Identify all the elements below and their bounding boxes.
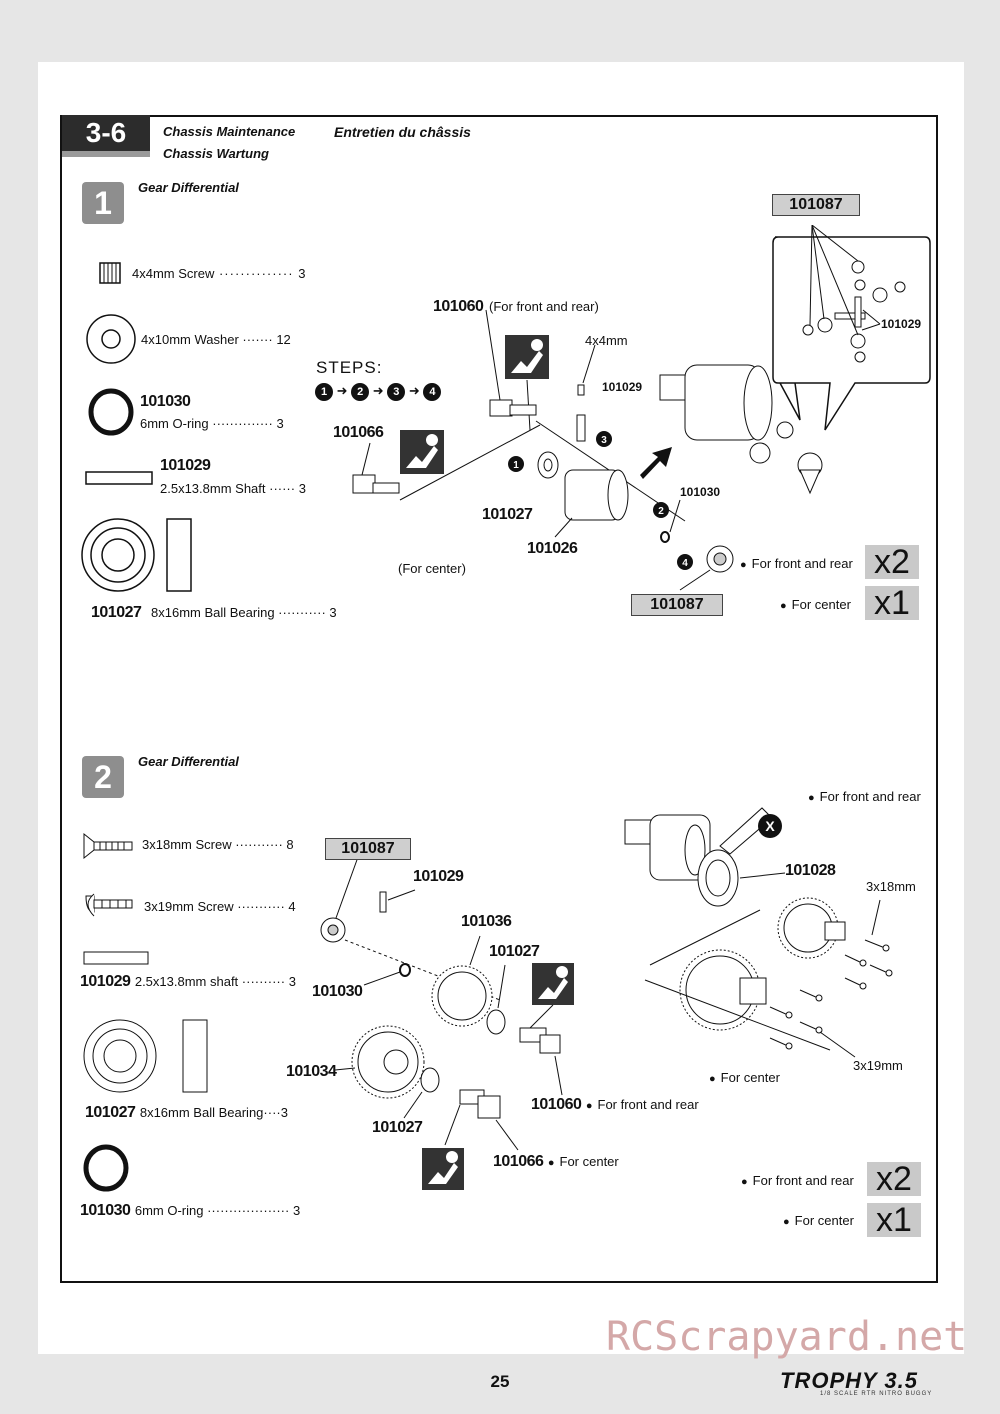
callout-101060-row: 101060 For front and rear (531, 1096, 699, 1114)
callout-for-center: (For center) (398, 561, 466, 576)
part-code-101027: 101027 (85, 1104, 136, 1121)
part-label-o-ring: 6mm O-ring ·············· 3 (140, 416, 284, 431)
shaft-icon (85, 471, 153, 485)
part-label-screw-3x19: 3x19mm Screw ··········· 4 (144, 899, 296, 914)
callout-3x19mm: 3x19mm (853, 1058, 903, 1073)
callout-101027: 101027 (482, 506, 533, 523)
callout-101030: 101030 (312, 983, 363, 1000)
qty-label-front-rear: For front and rear (740, 556, 853, 571)
svg-text:X: X (765, 818, 775, 834)
part-label-bearing: 8x16mm Ball Bearing ··········· 3 (151, 605, 337, 620)
qty-mult-x1-2: x1 (867, 1203, 921, 1237)
callout-101029: 101029 (413, 868, 464, 885)
section-title-en: Chassis Maintenance (163, 124, 296, 139)
part-code-101029: 101029 (160, 457, 211, 474)
callout-101029: 101029 (602, 380, 643, 394)
callout-101060: 101060 (531, 1096, 582, 1113)
callout-3x18mm: 3x18mm (866, 879, 916, 894)
callout-101029-detail: 101029 (881, 317, 922, 331)
callout-101066: 101066 (333, 424, 384, 441)
set-screw-icon (99, 262, 121, 284)
grease-icon (532, 963, 574, 1005)
content-frame (60, 115, 938, 1283)
assembled-diff (659, 364, 823, 495)
callout-4x4mm: 4x4mm (585, 333, 628, 348)
qty-mult-x2-2: x2 (867, 1162, 921, 1196)
step-1-parts-illustrations (81, 262, 192, 592)
callout-101066-row: 101066 For center (493, 1153, 619, 1171)
callout-101087: 101087 (325, 838, 411, 860)
callout-101027-lower: 101027 (372, 1119, 423, 1136)
ball-bearing-icon (83, 1019, 208, 1093)
step-seq-4: 4 (423, 383, 442, 401)
grease-icon (422, 1148, 464, 1190)
qty-label-center: For center (780, 597, 851, 612)
step-2-parts-illustrations (83, 832, 208, 1192)
washer-icon (86, 314, 136, 364)
o-ring-icon (83, 1144, 129, 1192)
brand-subtitle: 1/8 SCALE RTR NITRO BUGGY (820, 1391, 933, 1397)
part-label-screw-4x4: 4x4mm Screw ·············· 3 (132, 266, 306, 281)
steps-label: STEPS: (316, 358, 383, 377)
part-code-101030: 101030 (80, 1202, 131, 1219)
callout-for-front-rear: (For front and rear) (489, 299, 599, 314)
step-seq-3: 3 (387, 383, 406, 401)
svg-text:4: 4 (682, 558, 688, 569)
step-1-title: Gear Differential (138, 180, 239, 195)
outdrive-101066 (352, 474, 400, 494)
button-head-screw-icon (85, 893, 133, 917)
o-ring-icon (88, 388, 134, 436)
outdrive-101060 (489, 399, 537, 417)
ball-bearing-icon (81, 518, 192, 592)
qty-label-front-rear-2: For front and rear (741, 1173, 854, 1188)
callout-101027-upper: 101027 (489, 943, 540, 960)
step-seq-1: 1 (315, 383, 333, 401)
section-title-de: Chassis Wartung (163, 146, 269, 161)
label-for-front-rear-top: For front and rear (808, 789, 921, 804)
part-code-101030: 101030 (140, 393, 191, 410)
step-2-badge: 2 (82, 756, 124, 798)
page-number: 25 (490, 1372, 510, 1391)
step-2-title: Gear Differential (138, 754, 239, 769)
callout-101030: 101030 (680, 485, 721, 499)
callout-101087-box: 101087 (631, 594, 723, 616)
grease-icon (400, 430, 444, 474)
part-label-screw-3x18: 3x18mm Screw ··········· 8 (142, 837, 294, 852)
callout-101026: 101026 (527, 540, 578, 557)
qty-mult-x2: x2 (865, 545, 919, 579)
step-1-badge: 1 (82, 182, 124, 224)
callout-101034: 101034 (286, 1063, 337, 1080)
callout-101066: 101066 (493, 1153, 544, 1170)
qty-mult-x1: x1 (865, 586, 919, 620)
section-title-fr: Entretien du châssis (334, 124, 471, 140)
callout-101028: 101028 (785, 862, 836, 879)
callout-101060: 101060 (433, 298, 484, 315)
step-1-exploded-diagram: 1 3 2 4 (352, 225, 931, 591)
step-seq-2: 2 (351, 383, 370, 401)
step-2-exploded-diagram: X (320, 807, 893, 1190)
callout-101087-top: 101087 (772, 194, 860, 216)
brand-logo: TROPHY 3.5 (780, 1368, 918, 1393)
svg-text:2: 2 (658, 506, 664, 517)
part-row-101027: 101027 8x16mm Ball Bearing····3 (85, 1104, 288, 1121)
part-row-101030: 101030 6mm O-ring ··················· 3 (80, 1202, 301, 1219)
part-label-shaft: 2.5x13.8mm Shaft ······ 3 (160, 481, 306, 496)
label-for-center-mid: For center (709, 1070, 780, 1085)
part-row-101029: 101029 2.5x13.8mm shaft ·········· 3 (80, 973, 296, 990)
section-number: 3-6 (62, 115, 150, 157)
steps-sequence: 1 ➜ 2 ➜ 3 ➜ 4 (315, 383, 442, 401)
watermark: RCScrapyard.net (606, 1314, 968, 1360)
shaft-icon (83, 951, 149, 965)
svg-text:3: 3 (601, 435, 607, 446)
callout-101036: 101036 (461, 913, 512, 930)
flat-head-screw-icon (83, 832, 133, 860)
part-code-101029: 101029 (80, 973, 131, 990)
part-code-101027: 101027 (91, 604, 142, 621)
diff-case-101026 (564, 469, 629, 521)
svg-text:1: 1 (513, 460, 519, 471)
qty-label-center-2: For center (783, 1213, 854, 1228)
part-label-washer: 4x10mm Washer ······· 12 (141, 332, 291, 347)
grease-icon (505, 335, 549, 379)
